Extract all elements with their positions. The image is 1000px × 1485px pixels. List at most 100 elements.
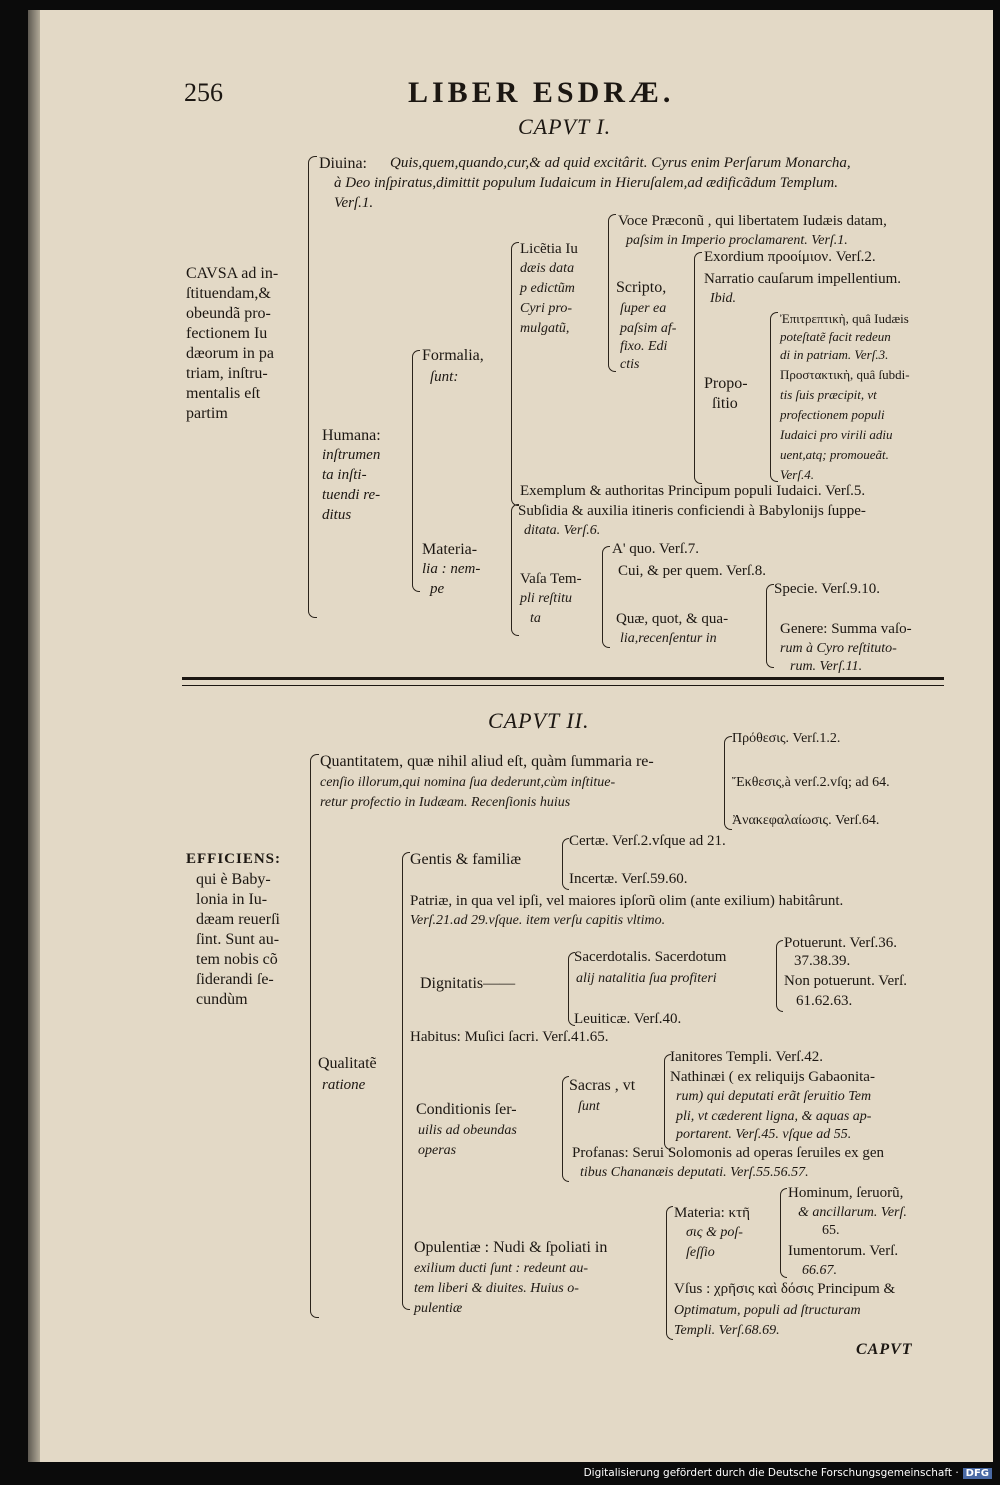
non-potuerunt-line: Non potuerunt. Verſ. [784, 973, 908, 989]
materialia-line: Materia- [422, 541, 478, 558]
licentia-line: Cyri pro- [520, 301, 572, 316]
page-spine-shadow [28, 10, 40, 1462]
dignitatis: Dignitatis—— [420, 975, 516, 992]
opulentiae-line: tem liberi & diuites. Huius o- [414, 1281, 579, 1296]
exemplum: Exemplum & authoritas Principum populi I… [520, 483, 866, 499]
hominum-line: Hominum, ſeruorũ, [788, 1185, 904, 1201]
quae-line: Quæ, quot, & qua- [616, 611, 729, 627]
non-potuerunt-line: 61.62.63. [796, 993, 853, 1009]
efficiens-line: qui è Baby- [196, 871, 271, 888]
dfg-logo-icon: DFG [962, 1468, 992, 1479]
efficiens-line: lonia in Iu- [196, 891, 268, 908]
narratio: Narratio cauſarum impellentium. [704, 271, 902, 287]
prostaktike-line: profectionem populi [780, 407, 885, 422]
chapter-2-heading: CAPVT II. [488, 708, 590, 733]
brace-sacerdotalis [776, 940, 783, 1012]
iumentorum-line: Iumentorum. Verſ. [788, 1243, 899, 1259]
licentia-line: Licẽtia Iu [520, 241, 578, 257]
licentia-line: p edictũm [520, 281, 575, 296]
humana-label: Humana: [322, 427, 381, 444]
opulentiae-line: Opulentiæ : Nudi & ſpoliati in [414, 1239, 608, 1256]
brace-conditionis [562, 1076, 569, 1182]
epitreptike-line: di in patriam. Verſ.3. [780, 347, 889, 362]
scripto-line: fixo. Edi [620, 339, 668, 354]
hominum-line: 65. [822, 1223, 840, 1238]
efficiens-line: ſiderandi ſe- [196, 971, 274, 988]
nathinaei-line: pli, vt cæderent ligna, & aquas ap- [676, 1109, 872, 1124]
conditionis-line: operas [418, 1143, 457, 1158]
vsus-line: Vſus : χρῆσις καὶ δόσις Principum & [674, 1281, 896, 1297]
brace-vasa [602, 546, 610, 648]
quae-line: lia,recenſentur in [620, 631, 717, 646]
incertae: Incertæ. Verſ.59.60. [569, 871, 688, 887]
anakephalaiosis: Ἀνακεφαλαίωσις. Verſ.64. [732, 813, 880, 828]
brace-formalia [511, 242, 519, 506]
brace-sacras [664, 1054, 671, 1150]
nathinaei-line: Nathinæi ( ex reliquijs Gabaonita- [670, 1069, 875, 1085]
epitreptike-line: Ἐπιτρεπτικὴ, quâ Iudæis [780, 311, 909, 326]
genere-line: rum à Cyro reſtituto- [780, 641, 897, 656]
brace-efficiens [310, 754, 319, 1318]
gentis: Gentis & familiæ [410, 851, 522, 868]
opulentiae-line: exilium ducti ſunt : redeunt au- [414, 1261, 589, 1276]
brace-recensio [724, 736, 732, 830]
brace-opulentiae [666, 1206, 673, 1340]
humana-line: ta inſti- [322, 467, 367, 483]
patriae-line: Verſ.21.ad 29.vſque. item verſu capitis … [410, 913, 666, 928]
brace-propositio [770, 312, 778, 482]
efficiens-line: tem nobis cõ [196, 951, 278, 968]
profanas-line: tibus Chananæis deputati. Verſ.55.56.57. [580, 1165, 809, 1180]
brace-dignitatis [568, 952, 575, 1026]
brace-causa [308, 156, 317, 618]
page-number: 256 [184, 78, 223, 107]
qualitate-line: ratione [322, 1077, 366, 1093]
book-page: 256 LIBER ESDRÆ. CAPVT I. CAVSA ad in- ſ… [28, 10, 993, 1462]
brace-humana [412, 350, 420, 592]
scripto-label: Scripto, [616, 279, 667, 296]
qualitate-line: Qualitatẽ [318, 1055, 377, 1072]
brace-qualitate [402, 852, 410, 1310]
efficiens-head: EFFICIENS: [186, 851, 282, 867]
prostaktike-line: Προστακτικὴ, quâ ſubdi- [780, 367, 910, 382]
epitreptike-line: poteſtatẽ facit redeun [780, 329, 891, 344]
formalia-label: Formalia, [422, 347, 484, 364]
causa-line: ſtituendam,& [186, 285, 271, 302]
vasa-line: ta [530, 611, 541, 626]
brace-materialia [511, 504, 519, 636]
licentia-line: mulgatũ, [520, 321, 570, 336]
humana-line: ditus [322, 507, 352, 523]
scripto-line: ſuper ea [620, 301, 667, 316]
habitus: Habitus: Muſici ſacri. Verſ.41.65. [410, 1029, 609, 1045]
running-title: LIBER ESDRÆ. [408, 76, 675, 109]
causa-line: mentalis eſt [186, 385, 261, 402]
iumentorum-line: 66.67. [802, 1263, 837, 1278]
profanas-line: Profanas: Serui Solomonis ad operas ſeru… [572, 1145, 885, 1161]
ianitores: Ianitores Templi. Verſ.42. [670, 1049, 823, 1065]
materia-line: Materia: κτῆ [674, 1205, 750, 1221]
propositio-line: ſitio [712, 395, 738, 412]
humana-line: tuendi re- [322, 487, 381, 503]
causa-line: fectionem Iu [186, 325, 268, 342]
sacras-line: Sacras , vt [569, 1077, 636, 1094]
conditionis-line: uilis ad obeundas [418, 1123, 517, 1138]
ekthesis: Ἔκθεσις,à verſ.2.vſq; ad 64. [732, 775, 890, 790]
footer-text: Digitalisierung gefördert durch die Deut… [583, 1467, 959, 1479]
propositio-line: Propo- [704, 375, 748, 392]
scripto-line: ctis [620, 357, 640, 372]
vsus-line: Optimatum, populi ad ſtructuram [674, 1303, 861, 1318]
nathinaei-line: rum) qui deputati erãt ſeruitio Tem [676, 1089, 872, 1104]
digitization-footer: Digitalisierung gefördert durch die Deut… [584, 1467, 992, 1479]
materialia-line: pe [430, 581, 445, 597]
prostaktike-line: tis ſuis præcipit, vt [780, 387, 877, 402]
diuina-text: Quis,quem,quando,cur,& ad quid excitârit… [390, 155, 851, 171]
specie: Specie. Verſ.9.10. [774, 581, 880, 597]
genere-line: rum. Verſ.11. [790, 659, 863, 674]
brace-gentis [562, 838, 569, 890]
causa-line: dæorum in pa [186, 345, 274, 362]
prostaktike-line: uent,atq; promoueãt. [780, 447, 889, 462]
brace-quae [766, 584, 774, 668]
certae: Certæ. Verſ.2.vſque ad 21. [569, 833, 726, 849]
conditionis-line: Conditionis ſer- [416, 1101, 517, 1118]
catchword: CAPVT [856, 1341, 913, 1358]
causa-line: obeundã pro- [186, 305, 271, 322]
